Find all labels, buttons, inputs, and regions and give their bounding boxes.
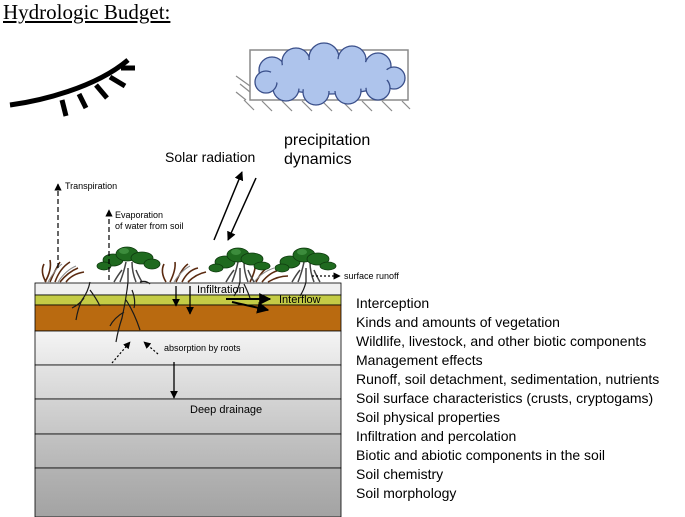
factor-item: Infiltration and percolation bbox=[356, 428, 517, 444]
solar-radiation-label: Solar radiation bbox=[165, 149, 256, 165]
transpiration-label: Transpiration bbox=[65, 181, 118, 191]
infiltration-label: Infiltration bbox=[197, 284, 245, 296]
precipitation-label: precipitation dynamics bbox=[284, 131, 370, 169]
absorption-arrow-left bbox=[111, 341, 131, 364]
factor-item: Soil morphology bbox=[356, 485, 457, 501]
soil-profile bbox=[34, 282, 342, 517]
factor-item: Wildlife, livestock, and other biotic co… bbox=[356, 333, 647, 349]
absorption-label: absorption by roots bbox=[164, 343, 241, 353]
factor-item: Soil chemistry bbox=[356, 466, 444, 482]
grass-tuft-icon bbox=[41, 259, 289, 283]
absorption-arrow-right bbox=[143, 341, 159, 355]
cloud-icon bbox=[235, 42, 411, 112]
solar-in-arrow bbox=[227, 177, 257, 241]
factor-item: Kinds and amounts of vegetation bbox=[356, 314, 560, 330]
factor-item: Soil surface characteristics (crusts, cr… bbox=[356, 390, 654, 406]
page-title: Hydrologic Budget: bbox=[3, 0, 171, 24]
evaporation-label: Evaporation of water from soil bbox=[115, 210, 184, 232]
precipitation-label-line1: precipitation bbox=[284, 132, 371, 149]
evaporation-label-line1: Evaporation bbox=[115, 210, 164, 220]
factor-item: Soil physical properties bbox=[356, 409, 500, 425]
sun-icon bbox=[9, 58, 135, 117]
deep-drainage-label: Deep drainage bbox=[190, 404, 263, 416]
solar-out-arrow bbox=[213, 171, 244, 241]
interflow-label: Interflow bbox=[279, 294, 321, 306]
interflow-arrow-2 bbox=[231, 301, 270, 314]
factor-item: Biotic and abiotic components in the soi… bbox=[356, 447, 606, 463]
surface-runoff-label: surface runoff bbox=[344, 271, 399, 281]
shrub-icon bbox=[96, 246, 337, 283]
evaporation-label-line2: of water from soil bbox=[115, 221, 184, 231]
factor-list: Interception Kinds and amounts of vegeta… bbox=[356, 294, 659, 503]
root-icon bbox=[71, 280, 307, 343]
factor-item: Runoff, soil detachment, sedimentation, … bbox=[356, 371, 660, 387]
factor-item: Interception bbox=[356, 295, 430, 311]
factor-item: Management effects bbox=[356, 352, 483, 368]
precipitation-label-line2: dynamics bbox=[284, 151, 352, 168]
